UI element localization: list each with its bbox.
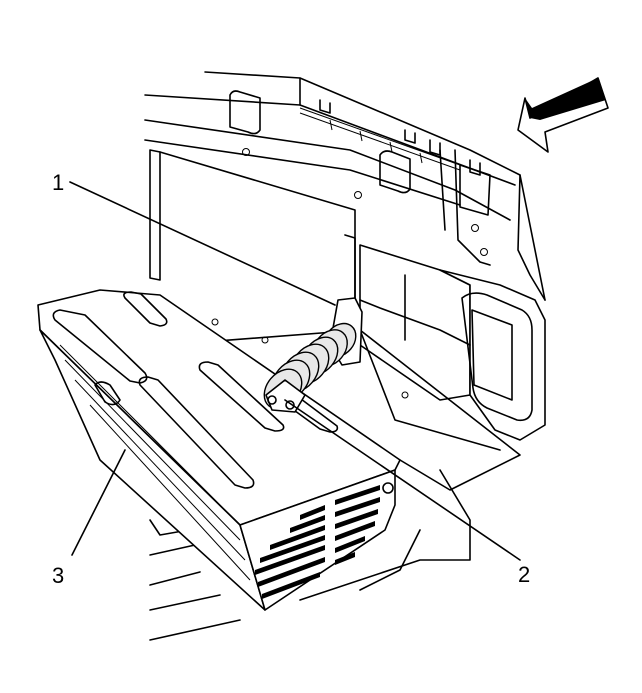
leader-line-1: [69, 181, 336, 306]
callout-3: 3: [52, 563, 64, 588]
leader-line-3: [71, 449, 126, 556]
hatched-strip: [299, 107, 461, 171]
leader-lines: [69, 181, 521, 561]
bellows-hose: [263, 297, 363, 413]
duct-assembly: [37, 289, 401, 611]
leader-line-2: [284, 399, 521, 561]
louvre-vents: [255, 485, 380, 599]
rear-cab-wall: [144, 71, 546, 301]
forward-direction-arrow-icon: [517, 77, 609, 153]
side-housing: [359, 244, 546, 441]
callout-1: 1: [52, 170, 64, 195]
callout-2: 2: [518, 562, 530, 587]
